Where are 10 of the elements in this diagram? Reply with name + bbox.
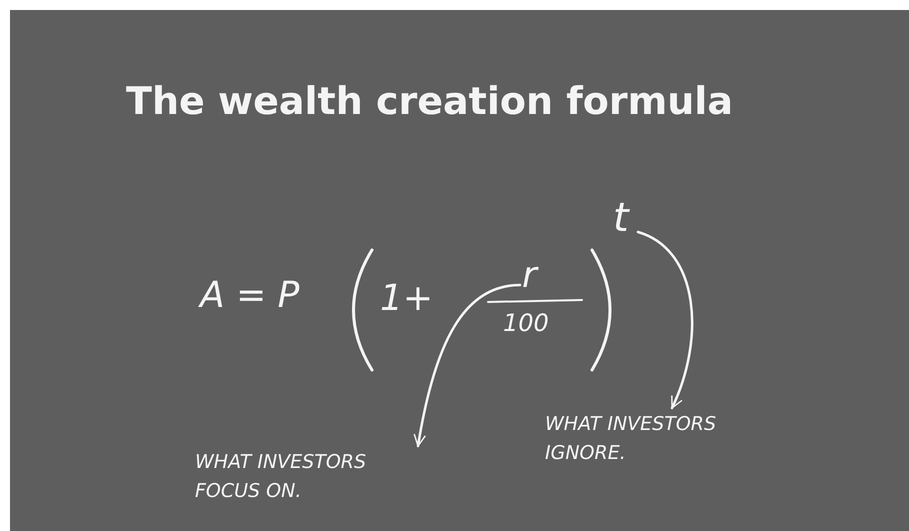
arrow (636, 230, 694, 410)
formula-text: 100 (503, 310, 549, 338)
title: The wealth creation formula (125, 80, 734, 124)
annotation-text: WHAT INVESTORS IGNORE. (545, 410, 755, 467)
variable-r: r (522, 255, 537, 296)
arrow (414, 284, 522, 448)
formula-text: 1+ (380, 278, 434, 320)
formula-text: A = P (200, 275, 300, 316)
annotation-text: WHAT INVESTORS FOCUS ON. (195, 448, 415, 505)
exponent-t: t (613, 195, 629, 241)
